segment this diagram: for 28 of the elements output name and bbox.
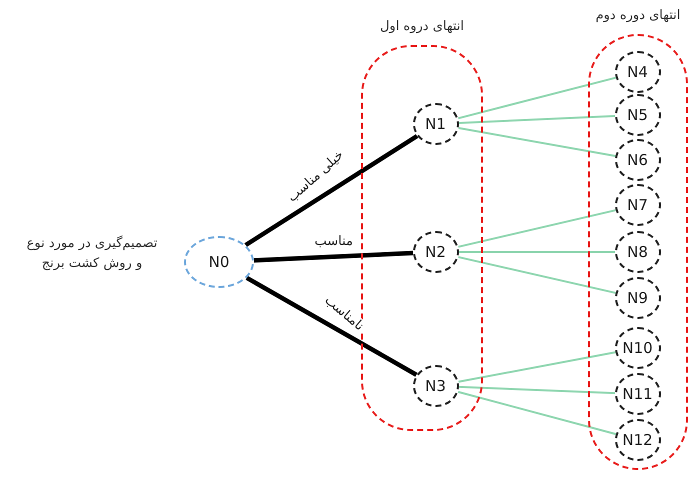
node-caption: تصمیم‌گیری در مورد نوع و روش کشت برنج	[26, 234, 158, 273]
branch-line	[458, 76, 616, 120]
branch-line	[459, 251, 615, 253]
branch-line	[244, 134, 418, 247]
branch-line	[458, 127, 616, 157]
branch-line	[458, 390, 616, 436]
branch-line	[254, 250, 414, 263]
branch-line	[458, 386, 616, 394]
node-label: N6	[627, 150, 648, 168]
group-heading: انتهای دوره دوم	[594, 8, 682, 23]
branch-line	[458, 256, 616, 294]
branch-line	[246, 276, 418, 377]
node-label: N0	[208, 253, 230, 271]
node-label: N2	[425, 242, 446, 260]
node-label: N5	[627, 106, 648, 124]
node-label: N8	[627, 242, 648, 260]
node-label: N11	[622, 384, 653, 402]
node-label: N1	[425, 114, 446, 132]
branch-line	[458, 115, 616, 124]
branch-line	[458, 209, 616, 248]
node-label: N4	[627, 62, 648, 80]
branch-line	[458, 351, 616, 383]
node-label: N7	[627, 196, 648, 214]
node-label: N9	[627, 288, 648, 306]
node-label: N3	[425, 376, 446, 394]
node-label: N10	[622, 338, 653, 356]
node-label: N12	[622, 430, 653, 448]
group-heading: انتهای دروه اول	[378, 19, 466, 34]
